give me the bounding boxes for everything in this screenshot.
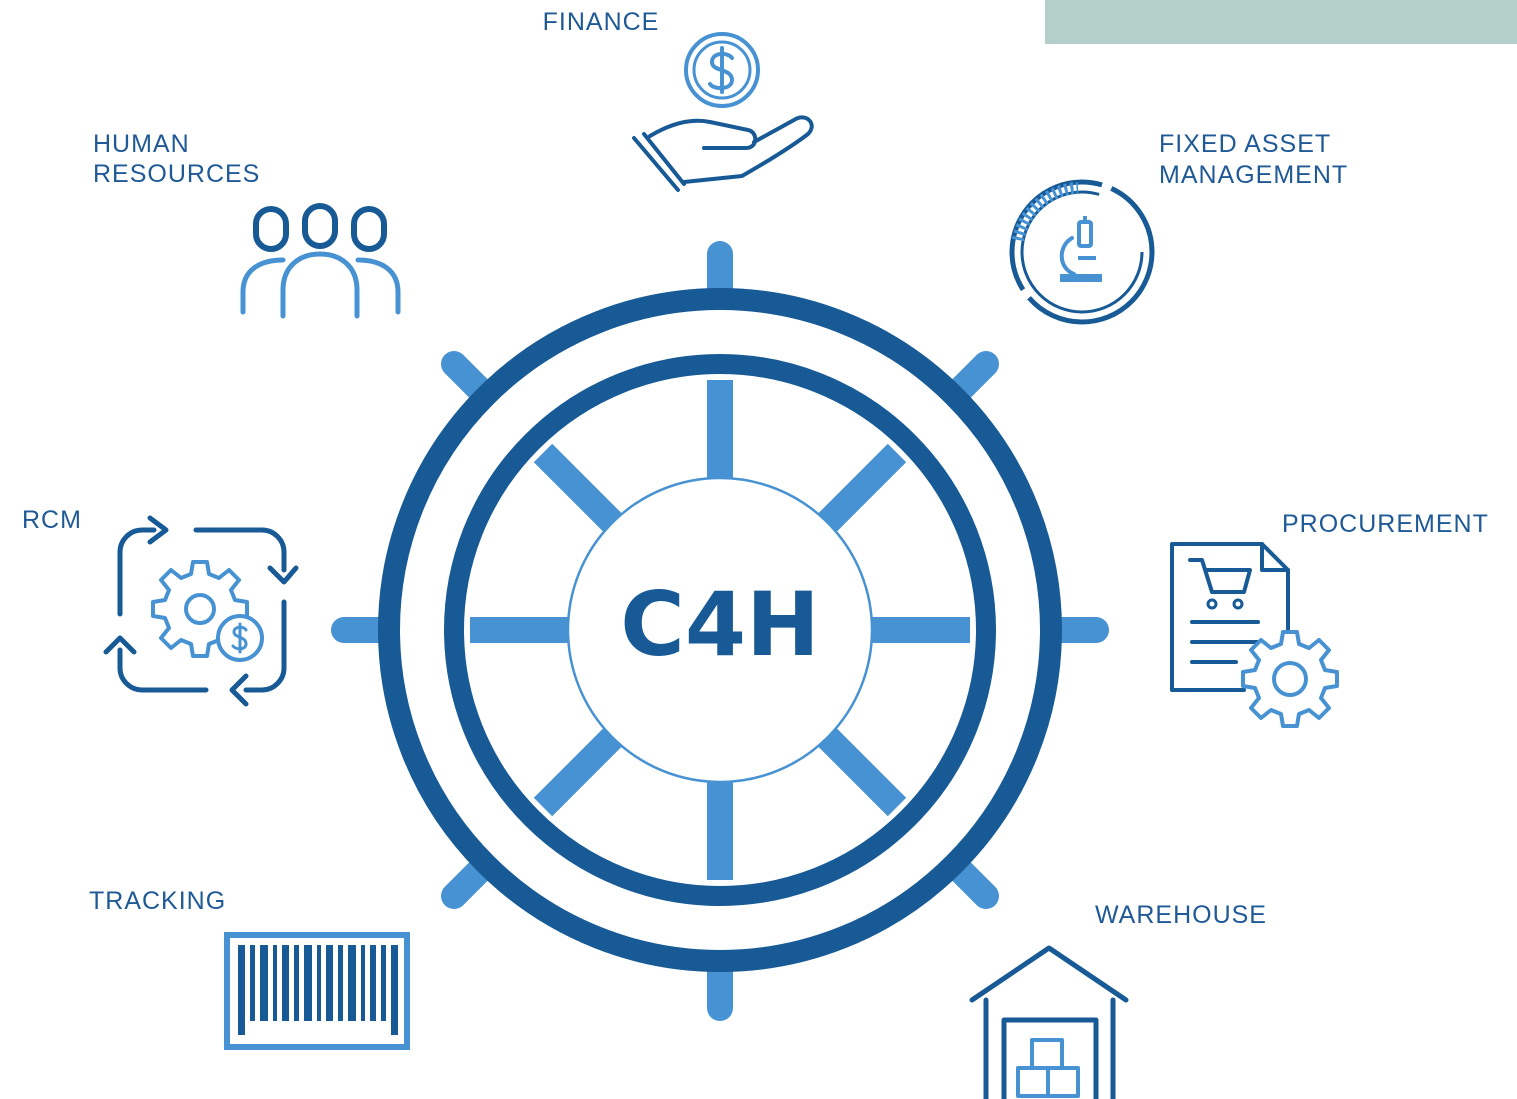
barcode-icon	[224, 932, 410, 1050]
warehouse-label: WAREHOUSE	[1095, 901, 1267, 929]
people-group-icon	[240, 203, 401, 319]
fam-label-line1: FIXED ASSET	[1159, 130, 1331, 158]
microscope-gauge-icon	[1009, 179, 1155, 325]
corner-tab	[1045, 0, 1517, 44]
fam-label-line2: MANAGEMENT	[1159, 161, 1348, 189]
center-label: C4H	[620, 573, 819, 676]
hr-label-line1: HUMAN	[93, 130, 190, 158]
ship-wheel-icon	[331, 241, 1109, 1021]
cart-document-gear-icon	[1170, 542, 1339, 728]
rcm-label: RCM	[22, 506, 82, 534]
procurement-label: PROCUREMENT	[1282, 510, 1489, 538]
finance-label: FINANCE	[543, 8, 660, 36]
tracking-label: TRACKING	[89, 887, 226, 915]
hr-label-line2: RESOURCES	[93, 160, 260, 188]
warehouse-boxes-icon	[969, 945, 1129, 1099]
gear-cycle-dollar-icon	[103, 515, 299, 707]
hand-dollar-icon	[632, 32, 814, 192]
